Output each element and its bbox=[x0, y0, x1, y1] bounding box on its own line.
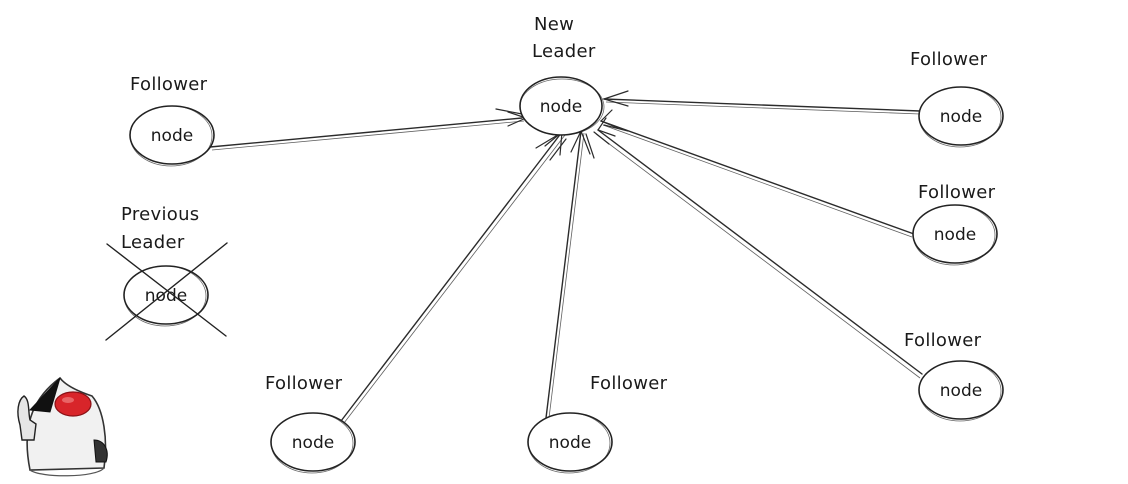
follower-top-right-node: node bbox=[918, 86, 1004, 148]
follower-mid-right-node-text: node bbox=[934, 225, 976, 245]
follower-top-right-node-text: node bbox=[940, 107, 982, 127]
edge-bottom-right-to-leader bbox=[595, 117, 923, 379]
follower-mid-right-label: Follower bbox=[918, 182, 996, 203]
follower-bottom-left-node: node bbox=[270, 412, 356, 474]
follower-bottom-left-node-text: node bbox=[292, 433, 334, 453]
leader-node-text: node bbox=[540, 97, 582, 117]
edge-bottom-mid-to-leader bbox=[545, 129, 591, 419]
duke-mascot-icon bbox=[17, 376, 108, 477]
edge-top-left-to-leader bbox=[209, 111, 528, 151]
leader-label-line2: Leader bbox=[532, 41, 596, 62]
follower-top-left-node-text: node bbox=[151, 126, 193, 146]
edge-bottom-left-to-leader bbox=[340, 130, 566, 424]
previous-leader-node: node bbox=[123, 265, 209, 327]
edge-top-right-to-leader bbox=[601, 90, 921, 115]
leader-arrowhead-marks bbox=[495, 108, 629, 161]
leader-node: node bbox=[519, 76, 605, 136]
follower-mid-right-node: node bbox=[912, 204, 998, 266]
follower-bottom-right-label: Follower bbox=[904, 330, 982, 351]
follower-bottom-mid-label: Follower bbox=[590, 373, 668, 394]
previous-leader-cross-mark bbox=[105, 242, 228, 341]
follower-bottom-right-node-text: node bbox=[940, 381, 982, 401]
follower-bottom-left-label: Follower bbox=[265, 373, 343, 394]
follower-bottom-right-node: node bbox=[918, 360, 1004, 422]
follower-top-right-label: Follower bbox=[910, 49, 988, 70]
follower-top-left-label: Follower bbox=[130, 74, 208, 95]
follower-bottom-mid-node: node bbox=[527, 412, 613, 474]
leader-label-line1: New bbox=[534, 14, 574, 35]
follower-bottom-mid-node-text: node bbox=[549, 433, 591, 453]
previous-leader-label-line2: Leader bbox=[121, 232, 185, 253]
follower-top-left-node: node bbox=[129, 105, 215, 167]
edge-mid-right-to-leader bbox=[599, 109, 915, 238]
previous-leader-label-line1: Previous bbox=[121, 204, 199, 225]
